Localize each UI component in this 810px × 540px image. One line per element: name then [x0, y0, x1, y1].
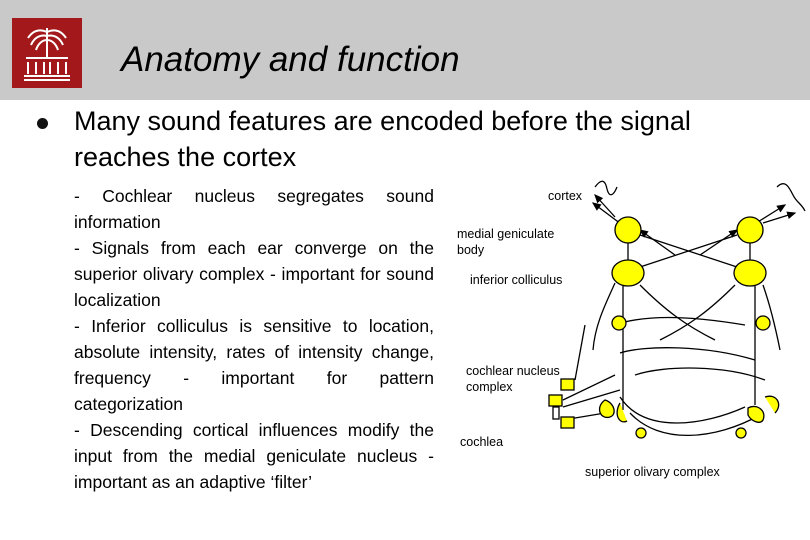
mgb-node-left	[614, 216, 642, 244]
small-node	[611, 315, 627, 331]
sub-point: - Inferior colliculus is sensitive to lo…	[74, 316, 434, 414]
cn-box	[548, 394, 563, 407]
cochlea-mark	[552, 406, 560, 420]
lead-bullet: Many sound features are encoded before t…	[74, 106, 691, 172]
cn-box	[560, 416, 575, 429]
soc-left	[598, 399, 615, 419]
soc-right-arc	[764, 395, 780, 414]
cortex-edge-left	[594, 180, 618, 196]
small-node	[755, 315, 771, 331]
cortex-edge-right	[776, 183, 806, 212]
slide-title: Anatomy and function	[121, 40, 460, 79]
sub-point: - Cochlear nucleus segregates sound info…	[74, 186, 434, 232]
small-node	[635, 427, 647, 439]
soc-right	[747, 405, 765, 423]
label-cochlea: cochlea	[460, 435, 504, 449]
label-soc: superior olivary complex	[585, 465, 720, 479]
sub-point: - Descending cortical influences modify …	[74, 420, 434, 492]
ic-node-left	[611, 259, 645, 287]
soc-left-arc	[616, 402, 628, 423]
mgb-node-right	[736, 216, 764, 244]
bullet-dot	[37, 118, 48, 129]
label-ic: inferior colliculus	[470, 273, 563, 287]
ic-node-right	[733, 259, 767, 287]
label-cortex: cortex	[548, 189, 583, 203]
small-node	[735, 427, 747, 439]
label-cn-2: complex	[466, 380, 513, 394]
label-cn-1: cochlear nucleus	[466, 364, 560, 378]
sub-point: - Signals from each ear converge on the …	[74, 238, 434, 310]
header-band: Anatomy and function	[0, 0, 810, 100]
label-mgb-2: body	[457, 243, 485, 257]
pathway-drawing	[548, 180, 806, 439]
sub-points: - Cochlear nucleus segregates sound info…	[74, 183, 434, 495]
university-logo	[12, 18, 82, 88]
auditory-pathway-diagram: cortex medial geniculate body inferior c…	[445, 175, 810, 490]
cn-box	[560, 378, 575, 391]
label-mgb-1: medial geniculate	[457, 227, 555, 241]
